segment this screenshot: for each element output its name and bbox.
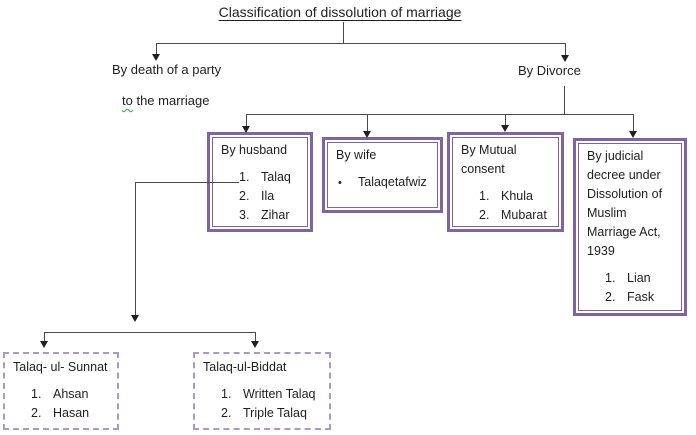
branch-divorce-label: By Divorce xyxy=(518,63,581,78)
branch-death-label-line1: By death of a party xyxy=(112,62,222,77)
node-by-husband: By husband 1. Talaq 2. Ila 3. Zihar xyxy=(207,132,313,232)
node-by-wife-inner: By wife • Talaqetafwiz xyxy=(327,142,438,208)
connector-biddat-shaft xyxy=(255,332,256,342)
spellcheck-word: to xyxy=(122,93,133,108)
list-item: 1. Written Talaq xyxy=(221,385,321,404)
node-title: By wife xyxy=(336,148,377,162)
connector-husband-shaft xyxy=(246,114,247,127)
list-item-label: Khula xyxy=(501,189,533,203)
list-item: 3. Zihar xyxy=(239,206,299,225)
list-item: 2. Ila xyxy=(239,187,299,206)
arrowhead-mutual-icon xyxy=(501,125,509,132)
arrowhead-judicial-icon xyxy=(629,131,637,138)
list-marker: 1. xyxy=(239,170,250,184)
connector-wife-shaft xyxy=(367,114,368,131)
node-list: • Talaqetafwiz xyxy=(336,173,429,193)
list-marker: 1. xyxy=(31,387,42,401)
list-marker: 2. xyxy=(605,290,616,304)
list-item: 1. Talaq xyxy=(239,168,299,187)
subnode-title: Talaq-ul-Biddat xyxy=(203,360,287,374)
connector-husband-down xyxy=(135,182,136,316)
node-by-judicial-decree: By judicial decree under Dissolution of … xyxy=(573,138,687,316)
list-marker: 2. xyxy=(221,406,232,420)
node-by-mutual-consent-inner: By Mutual consent 1. Khula 2. Mubarat xyxy=(452,137,559,227)
list-item-label: Written Talaq xyxy=(243,387,316,401)
connector-husband-left xyxy=(135,182,239,183)
node-by-judicial-decree-inner: By judicial decree under Dissolution of … xyxy=(578,143,682,311)
connector-sunnat-shaft xyxy=(44,332,45,342)
node-by-mutual-consent: By Mutual consent 1. Khula 2. Mubarat xyxy=(447,132,564,232)
arrowhead-wife-icon xyxy=(363,131,371,138)
connector-title-down xyxy=(343,22,344,43)
node-list: 1. Khula 2. Mubarat xyxy=(461,187,550,225)
node-title: By judicial decree under Dissolution of … xyxy=(587,149,663,258)
node-list: 1. Talaq 2. Ila 3. Zihar xyxy=(221,168,299,225)
subnode-talaq-ul-biddat: Talaq-ul-Biddat 1. Written Talaq 2. Triple… xyxy=(193,352,331,430)
subnode-list: 1. Ahsan 2. Hasan xyxy=(13,385,109,423)
connector-death-shaft xyxy=(156,43,157,55)
list-marker: 1. xyxy=(605,271,616,285)
subnode-list: 1. Written Talaq 2. Triple Talaq xyxy=(203,385,321,423)
list-marker: 2. xyxy=(239,189,250,203)
list-item: 2. Hasan xyxy=(31,404,109,423)
list-item: 2. Triple Talaq xyxy=(221,404,321,423)
list-item: 2. Mubarat xyxy=(479,206,550,225)
list-item-label: Triple Talaq xyxy=(243,406,307,420)
arrowhead-biddat-icon xyxy=(251,341,259,348)
list-item-label: Hasan xyxy=(53,406,90,420)
list-marker: 2. xyxy=(31,406,42,420)
bullet-marker: • xyxy=(338,177,342,189)
list-item-label: Fask xyxy=(627,290,655,304)
arrowhead-death-icon xyxy=(152,54,160,61)
list-marker: 3. xyxy=(239,208,250,222)
list-marker: 2. xyxy=(479,208,490,222)
list-marker: 1. xyxy=(221,387,232,401)
connector-divorce-down xyxy=(564,86,565,114)
arrowhead-sunnat-icon xyxy=(40,341,48,348)
list-item-label: Talaqetafwiz xyxy=(358,175,427,189)
arrowhead-divorce-icon xyxy=(561,55,569,62)
list-item-label: Lian xyxy=(627,271,651,285)
list-item: • Talaqetafwiz xyxy=(338,173,429,193)
list-item-label: Mubarat xyxy=(501,208,547,222)
arrowhead-subsplit-icon xyxy=(131,315,139,322)
connector-divorce-shaft xyxy=(565,43,566,56)
connector-top-branch xyxy=(156,43,566,44)
branch-death-label-line2: to the marriage xyxy=(122,93,209,108)
branch-death-label-line2-rest: the marriage xyxy=(132,93,210,108)
connector-bottom-branch xyxy=(44,332,256,333)
node-title: By Mutual consent xyxy=(461,143,517,176)
list-item: 1. Khula xyxy=(479,187,550,206)
subnode-talaq-ul-sunnat: Talaq- ul- Sunnat 1. Ahsan 2. Hasan xyxy=(3,352,119,430)
node-by-husband-inner: By husband 1. Talaq 2. Ila 3. Zihar xyxy=(212,137,308,227)
arrowhead-husband-icon xyxy=(242,126,250,133)
node-list: 1. Lian 2. Fask xyxy=(587,269,673,307)
subnode-title: Talaq- ul- Sunnat xyxy=(13,360,108,374)
diagram-title: Classification of dissolution of marriag… xyxy=(218,4,462,20)
node-title: By husband xyxy=(221,143,288,157)
connector-mutual-shaft xyxy=(505,114,506,126)
connector-judicial-shaft xyxy=(633,114,634,131)
list-item-label: Talaq xyxy=(261,170,291,184)
list-marker: 1. xyxy=(479,189,490,203)
list-item: 1. Lian xyxy=(605,269,673,288)
node-by-wife: By wife • Talaqetafwiz xyxy=(322,137,443,213)
list-item: 2. Fask xyxy=(605,288,673,307)
list-item: 1. Ahsan xyxy=(31,385,109,404)
list-item-label: Ahsan xyxy=(53,387,89,401)
list-item-label: Zihar xyxy=(261,208,290,222)
connector-mid-branch xyxy=(246,114,634,115)
list-item-label: Ila xyxy=(261,189,275,203)
